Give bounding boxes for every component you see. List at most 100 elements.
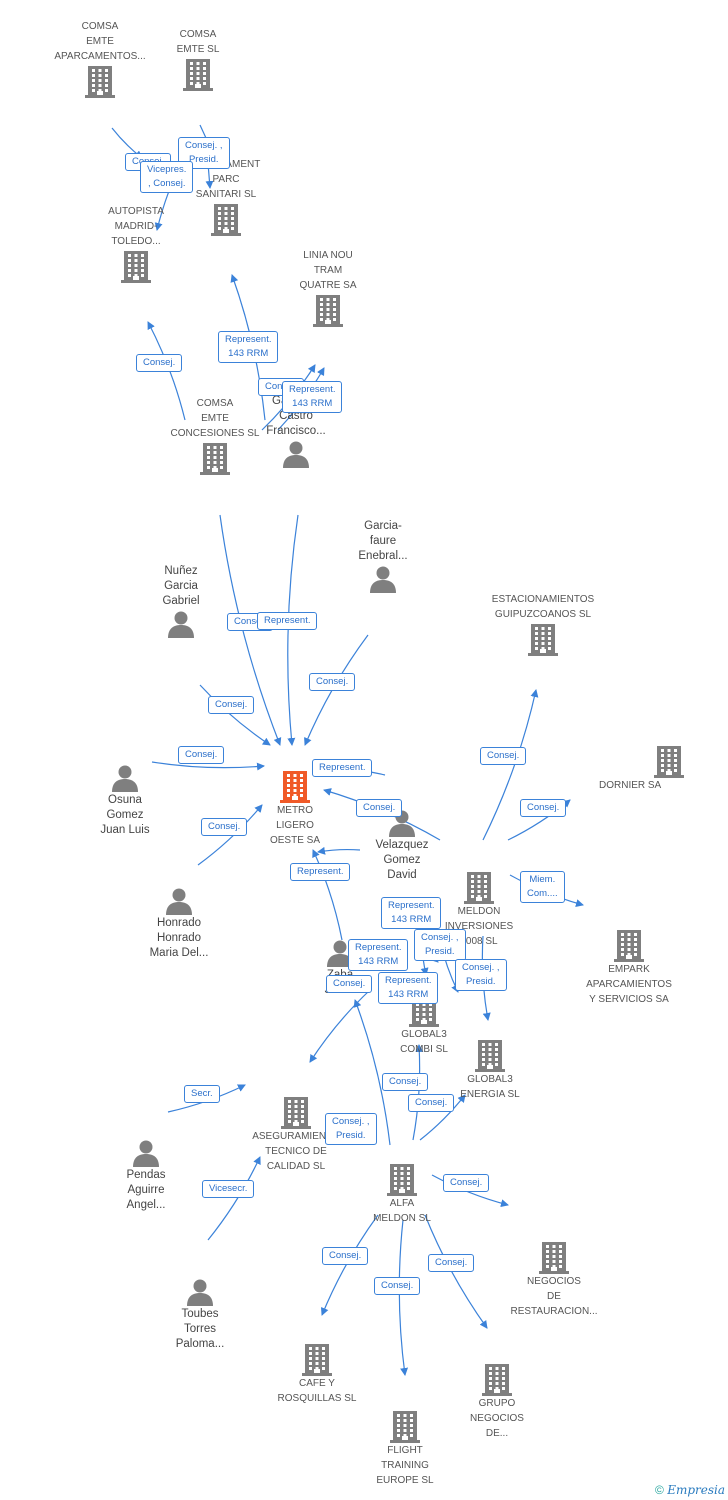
node-label: ESTACIONAMIENTOS GUIPUZCOANOS SL xyxy=(491,594,595,620)
node-global3energia[interactable]: GLOBAL3 ENERGIA SL xyxy=(425,1038,555,1102)
edge-label[interactable]: Consej. , Presid. xyxy=(414,929,466,961)
edge-10 xyxy=(199,684,271,746)
edge-label[interactable]: Consej. xyxy=(428,1254,475,1272)
edge-label[interactable]: Consej. xyxy=(443,1174,490,1192)
node-comsa_sl[interactable]: COMSA EMTE SL xyxy=(133,27,263,91)
edge-label[interactable]: Consej. xyxy=(208,696,255,714)
edge-label[interactable]: Consej. , Presid. xyxy=(325,1113,377,1145)
edge-label[interactable]: Represent. 143 RRM xyxy=(282,381,343,413)
edge-label[interactable]: Consej. xyxy=(480,747,527,765)
node-linia[interactable]: LINIA NOU TRAM QUATRE SA xyxy=(263,248,393,327)
building-icon xyxy=(150,441,280,475)
node-label: Garcia- faure Enebral... xyxy=(358,520,408,562)
node-cafe[interactable]: CAFE Y ROSQUILLAS SL xyxy=(252,1342,382,1406)
edge-33 xyxy=(424,1214,488,1329)
edge-label[interactable]: Consej. xyxy=(408,1094,455,1112)
edge-label[interactable]: Consej. xyxy=(374,1277,421,1295)
person-icon xyxy=(318,564,448,594)
edge-label[interactable]: Represent. 143 RRM xyxy=(218,331,279,363)
person-icon xyxy=(60,763,190,793)
brand-logo[interactable]: Empresia xyxy=(667,1483,725,1497)
node-label: ASEGURAMIENTO TECNICO DE CALIDAD SL xyxy=(252,1131,340,1172)
building-icon xyxy=(489,1240,619,1274)
node-label: Toubes Torres Paloma... xyxy=(175,1308,225,1350)
edge-21 xyxy=(312,849,343,941)
node-negocios_rest[interactable]: NEGOCIOS DE RESTAURACION... xyxy=(489,1240,619,1319)
node-pendas[interactable]: Pendas Aguirre Angel... xyxy=(81,1138,211,1213)
building-icon xyxy=(564,928,694,962)
edge-label[interactable]: Represent. xyxy=(290,863,351,881)
building-icon xyxy=(230,769,360,803)
node-label: COMSA EMTE SL xyxy=(176,29,220,55)
node-grupo[interactable]: GRUPO NEGOCIOS DE... xyxy=(432,1362,562,1441)
node-flight[interactable]: FLIGHT TRAINING EUROPE SL xyxy=(340,1409,470,1488)
node-honrado[interactable]: Honrado Honrado Maria Del... xyxy=(114,886,244,961)
building-icon xyxy=(133,57,263,91)
edge-label[interactable]: Consej. xyxy=(201,818,248,836)
node-velazquez[interactable]: Velazquez Gomez David xyxy=(337,808,467,883)
node-label: METRO LIGERO OESTE SA xyxy=(269,805,320,846)
node-comsa_aparc[interactable]: COMSA EMTE APARCAMENTOS... xyxy=(35,19,165,98)
node-meldon_inv[interactable]: MELDON INVERSIONES 2008 SL xyxy=(414,870,544,949)
edge-30 xyxy=(207,1156,261,1241)
node-label: COMSA EMTE CONCESIONES SL xyxy=(170,398,260,439)
node-autopista[interactable]: AUTOPISTA MADRID- TOLEDO... xyxy=(71,204,201,283)
edge-label[interactable]: Represent. 143 RRM xyxy=(348,939,409,971)
edge-label[interactable]: Consej. xyxy=(326,975,373,993)
edge-label[interactable]: Consej. , Presid. xyxy=(455,959,507,991)
person-icon xyxy=(275,938,405,968)
edge-label[interactable]: Represent. xyxy=(312,759,373,777)
edge-label[interactable]: Vicepres. , Consej. xyxy=(140,161,194,193)
edge-label[interactable]: Represent. 143 RRM xyxy=(378,972,439,1004)
person-icon xyxy=(116,609,246,639)
edge-label[interactable]: Represent. 143 RRM xyxy=(381,897,442,929)
node-label: CAFE Y ROSQUILLAS SL xyxy=(277,1378,357,1404)
edge-label[interactable]: Secr. xyxy=(184,1085,220,1103)
edge-label[interactable]: Represent. xyxy=(257,612,318,630)
building-icon xyxy=(414,870,544,904)
node-label: FLIGHT TRAINING EUROPE SL xyxy=(376,1445,434,1486)
person-icon xyxy=(231,439,361,469)
edge-label[interactable]: Consej. xyxy=(309,673,356,691)
node-concesiones[interactable]: COMSA EMTE CONCESIONES SL xyxy=(150,396,280,475)
node-estac[interactable]: ESTACIONAMIENTOS GUIPUZCOANOS SL xyxy=(478,592,608,656)
node-label: GLOBAL3 ENERGIA SL xyxy=(460,1074,520,1100)
node-label: MELDON INVERSIONES 2008 SL xyxy=(444,906,514,947)
node-label: DORNIER SA xyxy=(599,780,662,791)
node-aseguramiento[interactable]: ASEGURAMIENTO TECNICO DE CALIDAD SL xyxy=(231,1095,361,1174)
node-label: ALFA MELDON SL xyxy=(373,1198,431,1224)
edge-11 xyxy=(151,761,265,771)
building-icon xyxy=(231,1095,361,1129)
node-toubes[interactable]: Toubes Torres Paloma... xyxy=(135,1277,265,1352)
edge-label[interactable]: Consej. xyxy=(356,799,403,817)
edge-label[interactable]: Consej. , Presid. xyxy=(178,137,230,169)
node-garciafaure[interactable]: Garcia- faure Enebral... xyxy=(318,519,448,594)
node-alfa[interactable]: ALFA MELDON SL xyxy=(337,1162,467,1226)
building-icon xyxy=(263,293,393,327)
edge-8 xyxy=(287,514,299,746)
node-empark[interactable]: EMPARK APARCAMIENTOS Y SERVICIOS SA xyxy=(564,928,694,1007)
edge-32 xyxy=(398,1219,409,1376)
edge-label[interactable]: Consej. xyxy=(322,1247,369,1265)
edge-label[interactable]: Vicesecr. xyxy=(202,1180,255,1198)
edge-label[interactable]: Consej. xyxy=(520,799,567,817)
node-label: LINIA NOU TRAM QUATRE SA xyxy=(299,250,357,291)
building-icon xyxy=(340,1409,470,1443)
edge-28 xyxy=(353,999,391,1146)
building-icon xyxy=(35,64,165,98)
edge-label[interactable]: Consej. xyxy=(178,746,225,764)
building-icon xyxy=(337,1162,467,1196)
copyright-icon: © xyxy=(655,1483,664,1497)
edge-label[interactable]: Consej. xyxy=(136,354,183,372)
edge-16 xyxy=(482,689,539,841)
node-metro[interactable]: METRO LIGERO OESTE SA xyxy=(230,769,360,848)
node-label: GLOBAL3 COMBI SL xyxy=(400,1029,448,1055)
node-label: Velazquez Gomez David xyxy=(375,839,429,881)
node-osuna[interactable]: Osuna Gomez Juan Luis xyxy=(60,763,190,838)
building-icon xyxy=(252,1342,382,1376)
node-nunez[interactable]: Nuñez Garcia Gabriel xyxy=(116,564,246,639)
edge-label[interactable]: Miem. Com.... xyxy=(520,871,565,903)
node-dornier[interactable]: DORNIER SA xyxy=(599,744,728,793)
person-icon xyxy=(114,886,244,916)
edge-label[interactable]: Consej. xyxy=(382,1073,429,1091)
